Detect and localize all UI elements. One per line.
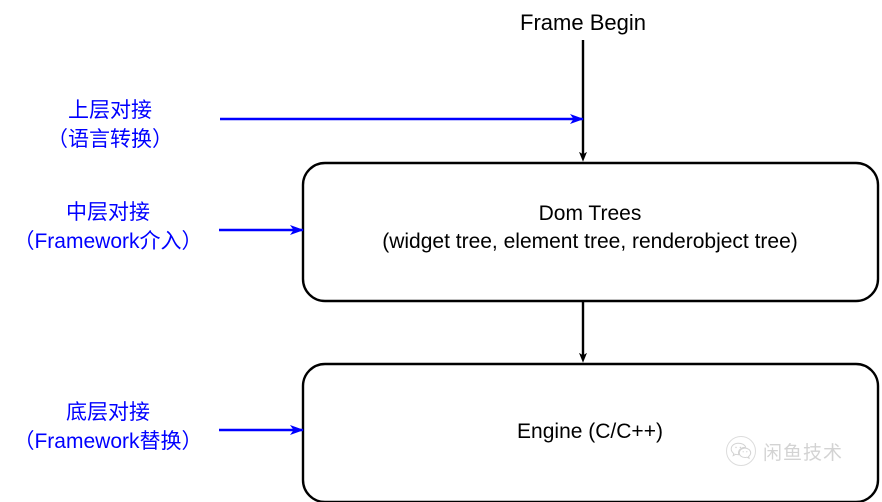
annotation-bottom-line2: （Framework替换） xyxy=(13,429,203,453)
annotation-middle-line1: 中层对接 xyxy=(66,201,150,224)
annotation-upper-line1: 上层对接 xyxy=(68,99,152,122)
annotation-middle-line2: （Framework介入） xyxy=(13,229,203,253)
annotation-upper-line2: （语言转换） xyxy=(47,127,173,151)
engine-box xyxy=(301,362,880,502)
annotation-bottom-line1: 底层对接 xyxy=(66,401,150,424)
annotation-middle-label: 中层对接 （Framework介入） xyxy=(2,199,214,256)
dom-trees-box xyxy=(301,161,880,303)
annotation-upper-label: 上层对接 （语言转换） xyxy=(10,97,210,154)
annotation-bottom-label: 底层对接 （Framework替换） xyxy=(2,399,214,456)
